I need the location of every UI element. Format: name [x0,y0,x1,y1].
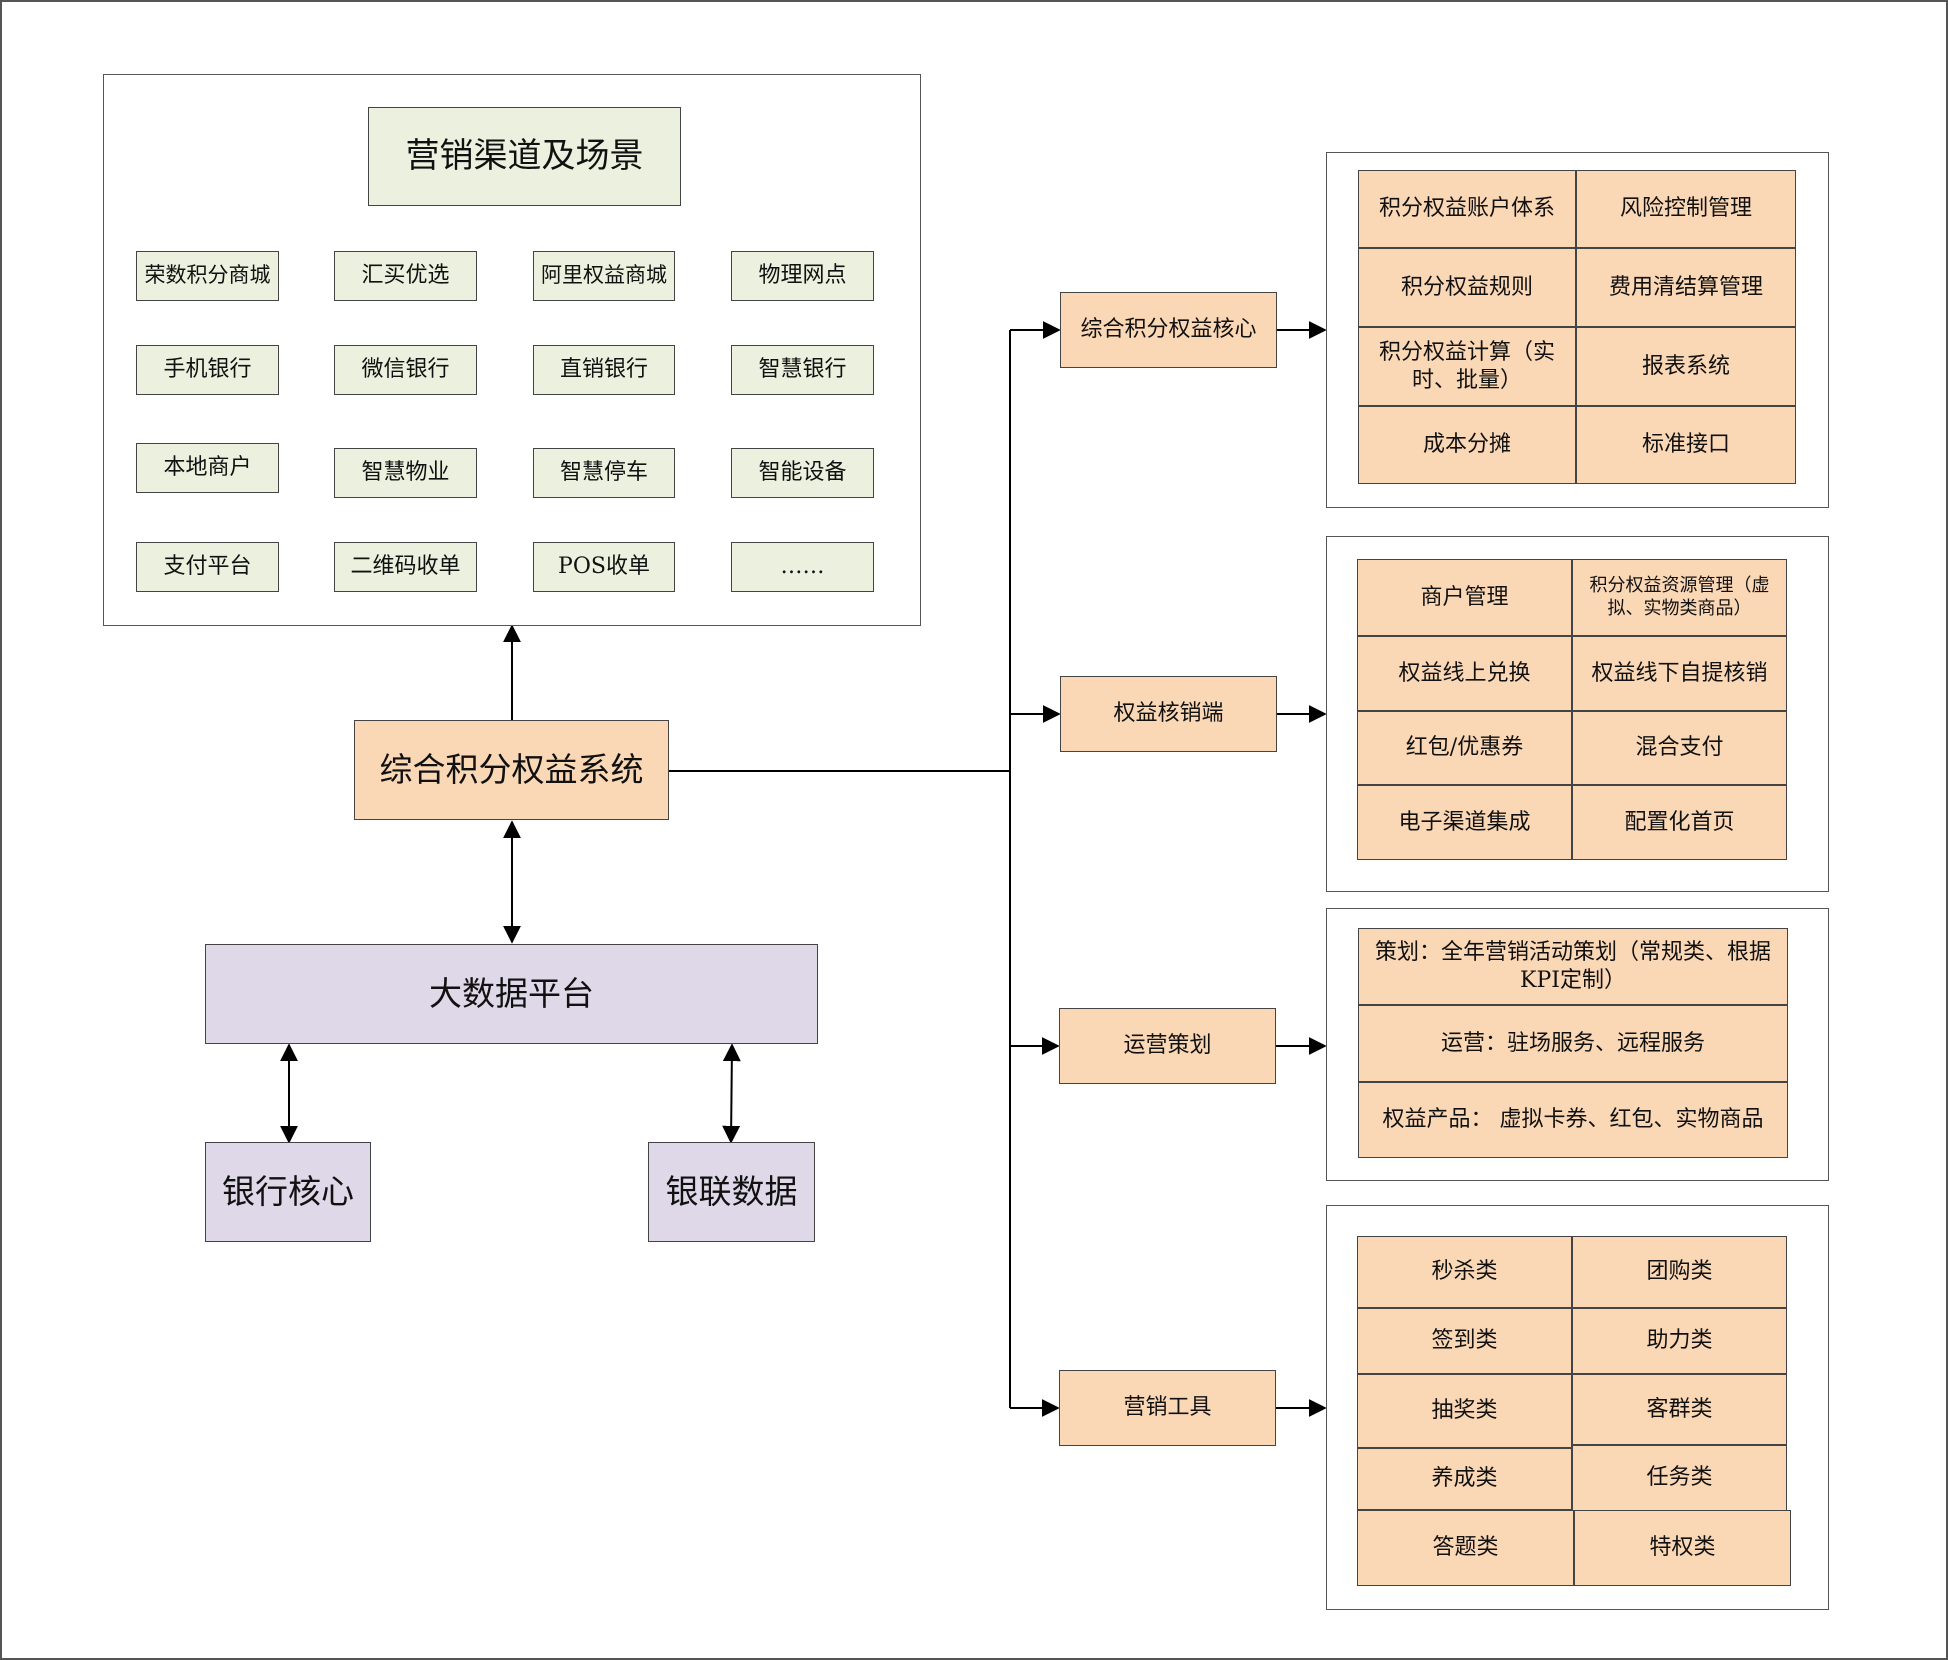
bank-core: 银行核心 [205,1142,371,1242]
core-item: 报表系统 [1576,327,1796,406]
tool-item: 签到类 [1357,1308,1572,1374]
module-core: 综合积分权益核心 [1060,292,1277,368]
core-item: 成本分摊 [1358,406,1576,484]
integrated-points-system: 综合积分权益系统 [354,720,669,820]
redemption-item: 红包/优惠券 [1357,711,1572,785]
redemption-item: 积分权益资源管理（虚拟、实物类商品） [1572,559,1787,636]
bigdata-platform: 大数据平台 [205,944,818,1044]
tool-item: 助力类 [1572,1308,1787,1374]
channel-item: …… [731,542,874,592]
channel-item: 手机银行 [136,345,279,395]
channel-item: 智能设备 [731,448,874,498]
channel-item: 智慧银行 [731,345,874,395]
tool-item: 任务类 [1572,1445,1787,1511]
channel-item: 二维码收单 [334,542,477,592]
tool-item: 秒杀类 [1357,1236,1572,1308]
channel-item: 阿里权益商城 [533,251,675,301]
redemption-item: 商户管理 [1357,559,1572,636]
channel-item: 物理网点 [731,251,874,301]
channel-item: 汇买优选 [334,251,477,301]
module-redemption: 权益核销端 [1060,676,1277,752]
channel-item: 微信银行 [334,345,477,395]
core-item: 标准接口 [1576,406,1796,484]
module-marketing-tools: 营销工具 [1059,1370,1276,1446]
channel-item: 本地商户 [136,443,279,493]
operations-item: 权益产品： 虚拟卡券、红包、实物商品 [1358,1082,1788,1158]
tool-item: 抽奖类 [1357,1374,1572,1448]
channels-title: 营销渠道及场景 [368,107,681,206]
redemption-item: 混合支付 [1572,711,1787,785]
tool-item: 特权类 [1574,1510,1791,1586]
core-item: 积分权益计算（实时、批量） [1358,327,1576,406]
tool-item: 答题类 [1357,1510,1574,1586]
channel-item: 智慧物业 [334,448,477,498]
core-item: 费用清结算管理 [1576,248,1796,327]
tool-item: 养成类 [1357,1448,1572,1510]
unionpay-data: 银联数据 [648,1142,815,1242]
channel-item: 直销银行 [533,345,675,395]
operations-item: 策划：全年营销活动策划（常规类、根据KPI定制） [1358,928,1788,1005]
redemption-item: 权益线下自提核销 [1572,636,1787,711]
redemption-item: 电子渠道集成 [1357,785,1572,860]
arrow-bigdata-unionpay [722,1043,741,1144]
channel-item: 智慧停车 [533,448,675,498]
core-item: 积分权益规则 [1358,248,1576,327]
redemption-item: 配置化首页 [1572,785,1787,860]
core-item: 积分权益账户体系 [1358,170,1576,248]
operations-item: 运营：驻场服务、远程服务 [1358,1005,1788,1082]
channel-item: POS收单 [533,542,675,592]
redemption-item: 权益线上兑换 [1357,636,1572,711]
module-operations: 运营策划 [1059,1008,1276,1084]
channel-item: 支付平台 [136,542,279,592]
core-item: 风险控制管理 [1576,170,1796,248]
channel-item: 荣数积分商城 [136,251,279,301]
tool-item: 客群类 [1572,1374,1787,1445]
tool-item: 团购类 [1572,1236,1787,1308]
